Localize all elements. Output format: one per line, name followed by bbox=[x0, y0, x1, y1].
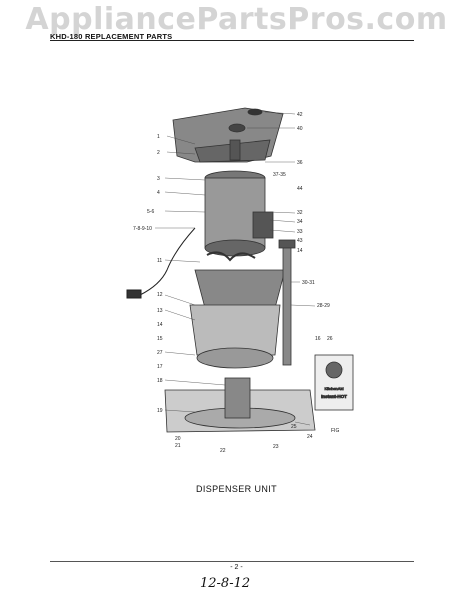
part-label: 17 bbox=[157, 364, 163, 370]
diagram-caption: DISPENSER UNIT bbox=[195, 484, 278, 494]
power-cord bbox=[126, 227, 196, 299]
part-label: 21 bbox=[175, 443, 181, 449]
part-label: 26 bbox=[327, 336, 333, 342]
footer-rule bbox=[50, 561, 414, 562]
part-label: FIG bbox=[331, 428, 339, 434]
part-label: 13 bbox=[157, 308, 163, 314]
part-label: 11 bbox=[157, 258, 162, 264]
part-label: 7-8-9-10 bbox=[133, 226, 152, 232]
part-label: 5-6 bbox=[147, 209, 154, 215]
part-label: 23 bbox=[273, 444, 279, 450]
part-label: 25 bbox=[291, 424, 297, 430]
part-label: 34 bbox=[297, 219, 303, 225]
dispenser-exploded-diagram: KitchenAid Instant-HOT 42 40 1 2 36 3 37… bbox=[126, 107, 354, 454]
part-label: 44 bbox=[297, 186, 303, 192]
faucet-tube bbox=[278, 239, 296, 366]
part-label: 24 bbox=[307, 434, 313, 440]
part-label: 27 bbox=[157, 350, 163, 356]
part-label: 2 bbox=[157, 150, 160, 156]
part-label: 40 bbox=[297, 126, 303, 132]
part-label: 22 bbox=[220, 448, 226, 454]
part-label: 18 bbox=[157, 378, 163, 384]
part-label: 30-31 bbox=[302, 280, 315, 286]
hot-water-tank bbox=[204, 170, 274, 257]
leader-lines bbox=[155, 111, 316, 426]
part-label: 28-29 bbox=[317, 303, 330, 309]
top-cover bbox=[172, 107, 284, 163]
product-name: Instant-HOT bbox=[321, 394, 347, 399]
part-label: 14 bbox=[157, 322, 163, 328]
part-label: 19 bbox=[157, 408, 163, 414]
part-label: 36 bbox=[297, 160, 303, 166]
part-label: 1 bbox=[157, 134, 160, 140]
bracket-assembly bbox=[194, 251, 286, 309]
part-label: 4 bbox=[157, 190, 160, 196]
part-label: 42 bbox=[297, 112, 303, 118]
handwritten-date: 12-8-12 bbox=[200, 576, 251, 591]
page-number: - 2 - bbox=[230, 564, 243, 571]
watermark: AppliancePartsPros.com bbox=[25, 2, 448, 37]
part-label: 16 bbox=[315, 336, 321, 342]
part-label: 15 bbox=[157, 336, 163, 342]
reservoir bbox=[189, 304, 281, 369]
drip-tray bbox=[164, 377, 316, 433]
product-brand: KitchenAid bbox=[324, 386, 343, 391]
part-label: 37-35 bbox=[273, 172, 286, 178]
part-label: 33 bbox=[297, 229, 303, 235]
part-label: 14 bbox=[297, 248, 303, 254]
part-label: 12 bbox=[157, 292, 163, 298]
document-header: KHD-180 REPLACEMENT PARTS bbox=[50, 32, 173, 41]
part-label: 20 bbox=[175, 436, 181, 442]
header-rule bbox=[50, 40, 414, 41]
product-label-box: KitchenAid Instant-HOT bbox=[314, 354, 354, 411]
part-label: 32 bbox=[297, 210, 303, 216]
part-label: 43 bbox=[297, 238, 303, 244]
part-label: 3 bbox=[157, 176, 160, 182]
